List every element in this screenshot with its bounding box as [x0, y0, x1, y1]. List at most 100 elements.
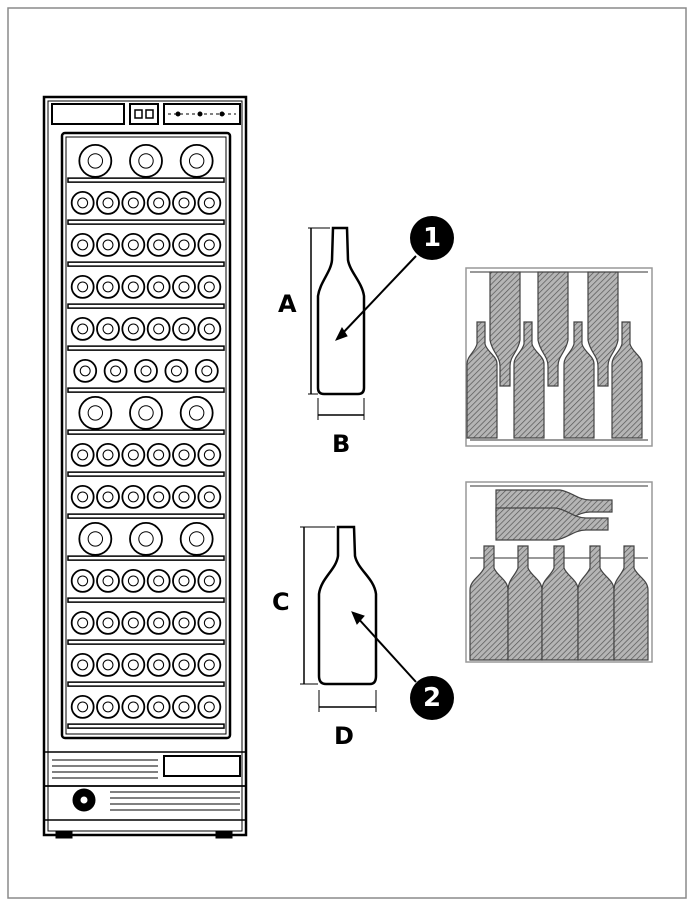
- bottle-end-inner: [153, 659, 165, 671]
- bottle-end-inner: [77, 281, 89, 293]
- bottle-end: [96, 274, 120, 299]
- bottom-grille: [43, 751, 247, 839]
- bottle-end: [197, 442, 222, 467]
- bottle-end: [129, 143, 163, 178]
- page-border: [7, 7, 687, 899]
- shelf-rail: [67, 723, 225, 729]
- bottle-end: [121, 695, 146, 719]
- bottle-end-inner: [153, 617, 165, 629]
- bottle-end: [70, 232, 95, 257]
- bottle-end-inner: [203, 197, 215, 209]
- bottle-end-inner: [87, 531, 104, 547]
- bottle-end-inner: [87, 405, 104, 421]
- bottle-end: [70, 484, 95, 509]
- bottle-end-inner: [203, 491, 215, 503]
- bottle-end: [164, 358, 189, 383]
- bottle-end-inner: [178, 323, 190, 335]
- bottle-end-inner: [153, 323, 165, 335]
- dimension-label-b: B: [332, 430, 351, 458]
- bottle-end: [96, 232, 120, 257]
- bottle-end-inner: [77, 659, 89, 671]
- bottle-end: [70, 695, 95, 719]
- shelf-rail: [67, 471, 225, 477]
- bottle-end-inner: [203, 701, 215, 713]
- bottle-end-inner: [188, 531, 205, 547]
- bottle-end-inner: [127, 575, 139, 587]
- bottle-end-inner: [102, 491, 114, 503]
- bottle-end: [197, 653, 222, 677]
- bottle-end-inner: [102, 239, 114, 251]
- bottle-end: [96, 611, 120, 635]
- shelf-detail-2: [465, 481, 653, 663]
- bottle-end: [78, 395, 113, 430]
- bottle-end: [197, 611, 222, 635]
- bottle-end-inner: [102, 449, 114, 461]
- bottle-end-inner: [153, 197, 165, 209]
- bottle-end-inner: [203, 617, 215, 629]
- bottle-end-inner: [127, 239, 139, 251]
- bottle-end-inner: [138, 153, 154, 169]
- bottle-end: [96, 190, 120, 215]
- bottle-end-inner: [153, 701, 165, 713]
- bottle-end-inner: [102, 575, 114, 587]
- callout-1-badge: 1: [410, 216, 454, 260]
- bottle-end: [146, 232, 171, 257]
- bottle-outline-2: [300, 525, 417, 712]
- bottle-end: [197, 569, 222, 593]
- bottle-end: [146, 190, 171, 215]
- bottle-end: [103, 358, 128, 383]
- bottle-end-inner: [102, 701, 114, 713]
- bottle-end: [172, 611, 196, 635]
- bottle-end-inner: [203, 659, 215, 671]
- glass-door: [60, 131, 232, 740]
- bottle-end-inner: [188, 405, 205, 421]
- wine-cabinet: [42, 95, 248, 839]
- bottle-end-inner: [77, 323, 89, 335]
- bottle-end: [121, 316, 146, 341]
- shelf-rail: [67, 177, 225, 183]
- bottle-end-inner: [140, 365, 152, 377]
- bottle-end: [129, 522, 163, 556]
- bottle-end-inner: [153, 449, 165, 461]
- bottle-end-inner: [153, 491, 165, 503]
- bottle-end: [146, 316, 171, 341]
- bottle-end: [96, 316, 120, 341]
- bottle-end-inner: [127, 281, 139, 293]
- bottle-end: [96, 569, 120, 593]
- bottle-end: [96, 695, 120, 719]
- bottle-end: [179, 143, 214, 178]
- bottle-end: [194, 358, 219, 383]
- bottle-end: [134, 358, 158, 383]
- bottle-end: [70, 274, 95, 299]
- bottle-end-inner: [188, 153, 205, 169]
- shelf-rail: [67, 303, 225, 309]
- bottle-end: [146, 274, 171, 299]
- bottle-end: [70, 316, 95, 341]
- bottle-end-inner: [178, 617, 190, 629]
- bottle-end-inner: [110, 365, 122, 377]
- bottle-end-inner: [127, 449, 139, 461]
- bottle-end: [70, 442, 95, 467]
- bottle-end-inner: [178, 197, 190, 209]
- bottle-end: [73, 358, 98, 383]
- bottle-end: [121, 484, 146, 509]
- bottle-end: [172, 316, 196, 341]
- shelf-rail: [67, 387, 225, 393]
- bottle-end: [121, 442, 146, 467]
- bottle-end-inner: [127, 617, 139, 629]
- shelf-rail: [67, 261, 225, 267]
- dimension-label-c: C: [272, 588, 290, 616]
- shelf-rail: [67, 345, 225, 351]
- bottle-end-inner: [178, 575, 190, 587]
- bottle-end-inner: [203, 449, 215, 461]
- shelf-rail: [67, 429, 225, 435]
- bottle-end-inner: [138, 531, 154, 547]
- bottle-end: [146, 484, 171, 509]
- bottle-end: [172, 442, 196, 467]
- bottle-end: [197, 695, 222, 719]
- bottle-end-inner: [153, 281, 165, 293]
- dimension-label-d: D: [334, 722, 354, 750]
- bottle-outline-1: [308, 226, 417, 420]
- bottle-end-inner: [203, 281, 215, 293]
- bottle-end-inner: [77, 701, 89, 713]
